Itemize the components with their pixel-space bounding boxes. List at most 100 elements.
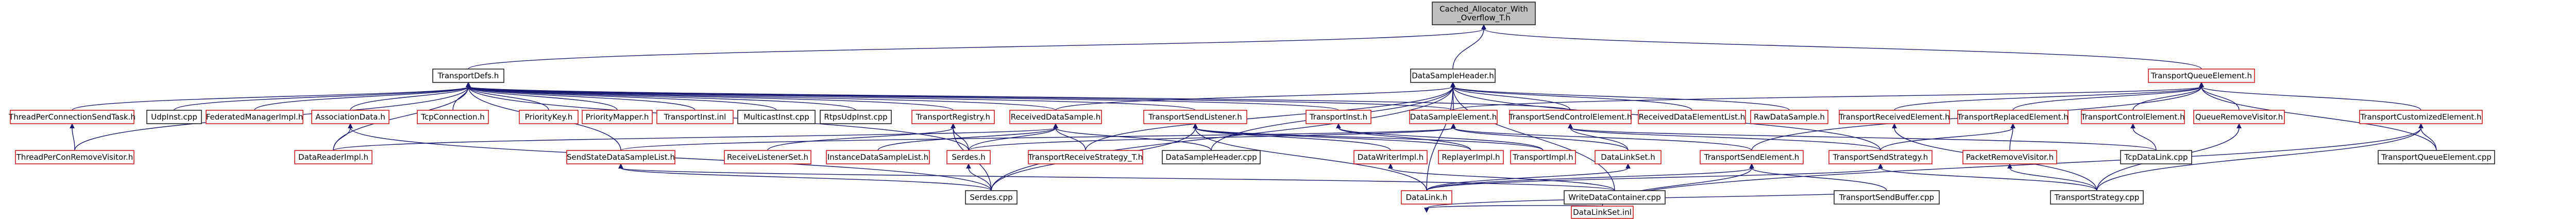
dependency-edge <box>1053 123 1086 151</box>
node-label: DataReaderImpl.h <box>298 153 368 162</box>
node-box <box>656 110 734 124</box>
node-write-data-container-cpp[interactable]: WriteDataContainer.cpp <box>1564 190 1666 205</box>
node-label: DataLinkSet.inl <box>1573 208 1632 217</box>
node-label: Cached_Allocator_With_Overflow_T.h <box>1439 5 1528 23</box>
node-box <box>1750 110 1828 124</box>
node-transport-send-element[interactable]: TransportSendElement.h <box>1700 150 1804 164</box>
dependency-edge <box>466 82 1056 111</box>
node-box <box>1509 110 1632 124</box>
node-send-state-data-sample-list[interactable]: SendStateDataSampleList.h <box>566 150 675 164</box>
node-tcp-data-link-cpp[interactable]: TcpDataLink.cpp <box>2120 150 2192 164</box>
node-transport-send-buffer-cpp[interactable]: TransportSendBuffer.cpp <box>1834 190 1940 205</box>
node-label: Serdes.cpp <box>970 193 1012 202</box>
node-federated-manager-impl[interactable]: FederatedManagerImpl.h <box>206 110 303 124</box>
node-transport-queue-element[interactable]: TransportQueueElement.h <box>2148 69 2255 83</box>
node-data-link-set-inl[interactable]: DataLinkSet.inl <box>1571 206 1634 219</box>
node-received-data-sample[interactable]: ReceivedDataSample.h <box>1009 110 1102 124</box>
dependency-edge <box>333 123 1058 151</box>
node-transport-defs[interactable]: TransportDefs.h <box>432 69 504 83</box>
node-udp-inst-cpp[interactable]: UdpInst.cpp <box>146 110 202 124</box>
dependency-edge <box>468 24 1486 70</box>
node-label: WriteDataContainer.cpp <box>1568 193 1660 202</box>
node-replayer-impl[interactable]: ReplayerImpl.h <box>1438 150 1504 164</box>
node-transport-inst-inl[interactable]: TransportInst.inl <box>656 110 734 124</box>
node-transport-inst[interactable]: TransportInst.h <box>1306 110 1371 124</box>
dependency-edge <box>466 82 696 111</box>
node-transport-strategy-cpp[interactable]: TransportStrategy.cpp <box>2050 190 2144 205</box>
node-transport-queue-element-cpp[interactable]: TransportQueueElement.cpp <box>2378 150 2495 164</box>
dependency-edge <box>2199 82 2240 111</box>
node-box <box>582 110 653 124</box>
node-label: Serdes.h <box>952 153 986 162</box>
node-rtps-udp-inst-cpp[interactable]: RtpsUdpInst.cpp <box>820 110 892 124</box>
node-transport-received-element[interactable]: TransportReceivedElement.h <box>1838 110 1950 124</box>
dependency-edge <box>350 82 471 111</box>
dependency-edge <box>991 82 1455 191</box>
node-label: PacketRemoveVisitor.h <box>1966 153 2054 162</box>
node-queue-remove-visitor[interactable]: QueueRemoveVisitor.h <box>2193 110 2285 124</box>
node-packet-remove-visitor[interactable]: PacketRemoveVisitor.h <box>1962 150 2057 164</box>
node-label: UdpInst.cpp <box>151 112 197 122</box>
node-data-link-set[interactable]: DataLinkSet.h <box>1595 150 1662 164</box>
node-multicast-inst-cpp[interactable]: MulticastInst.cpp <box>737 110 816 124</box>
dependency-edge <box>466 82 618 111</box>
node-box <box>1401 190 1452 205</box>
node-box <box>2081 110 2185 124</box>
node-transport-receive-strategy[interactable]: TransportReceiveStrategy_T.h <box>1028 150 1143 164</box>
node-receive-listener-set[interactable]: ReceiveListenerSet.h <box>724 150 811 164</box>
node-label: ReceiveListenerSet.h <box>727 153 808 162</box>
node-box <box>1839 110 1950 124</box>
node-tcp-connection[interactable]: TcpConnection.h <box>417 110 489 124</box>
dependency-edge <box>1450 82 1790 111</box>
node-transport-send-strategy[interactable]: TransportSendStrategy.h <box>1828 150 1933 164</box>
node-label: DataLinkSet.h <box>1601 153 1655 162</box>
node-thread-per-connection-send-task[interactable]: ThreadPerConnectionSendTask.h <box>8 110 135 124</box>
node-raw-data-sample[interactable]: RawDataSample.h <box>1750 110 1828 124</box>
node-data-writer-impl[interactable]: DataWriterImpl.h <box>1353 150 1428 164</box>
node-label: ThreadPerConnectionSendTask.h <box>8 112 135 122</box>
node-priority-mapper[interactable]: PriorityMapper.h <box>582 110 653 124</box>
node-transport-send-control-element[interactable]: TransportSendControlElement.h <box>1509 110 1632 124</box>
node-label: InstanceDataSampleList.h <box>827 153 928 162</box>
dependency-edge <box>254 82 471 111</box>
dependency-edge <box>1193 123 1391 151</box>
node-transport-send-listener[interactable]: TransportSendListener.h <box>1143 110 1247 124</box>
node-label: TransportInst.h <box>1309 112 1367 122</box>
node-thread-per-con-remove-visitor[interactable]: ThreadPerConRemoveVisitor.h <box>15 150 134 164</box>
dependency-edge <box>2012 82 2204 111</box>
node-transport-control-element[interactable]: TransportControlElement.h <box>2081 110 2185 124</box>
node-box <box>1009 110 1102 124</box>
node-label: TransportSendListener.h <box>1148 112 1242 122</box>
node-transport-registry[interactable]: TransportRegistry.h <box>911 110 995 124</box>
node-transport-impl[interactable]: TransportImpl.h <box>1510 150 1576 164</box>
node-data-sample-header-cpp[interactable]: DataSampleHeader.cpp <box>1162 150 1261 164</box>
node-serdes[interactable]: Serdes.h <box>946 150 991 164</box>
node-instance-data-sample-list[interactable]: InstanceDataSampleList.h <box>826 150 930 164</box>
node-box <box>1143 110 1247 124</box>
node-box <box>1162 150 1261 164</box>
dependency-edge <box>1193 123 1544 151</box>
node-serdes-cpp[interactable]: Serdes.cpp <box>965 190 1018 205</box>
node-transport-customized-element[interactable]: TransportCustomizedElement.h <box>2359 110 2483 124</box>
node-box <box>294 150 372 164</box>
node-association-data[interactable]: AssociationData.h <box>311 110 389 124</box>
node-data-link[interactable]: DataLink.h <box>1401 190 1452 205</box>
node-label: TransportImpl.h <box>1512 153 1573 162</box>
dependency-edge <box>1452 24 1486 70</box>
dependency-edge <box>466 82 549 111</box>
node-box <box>2148 69 2255 83</box>
dependency-edge <box>466 82 777 111</box>
node-label: TcpConnection.h <box>420 112 485 122</box>
node-transport-replaced-element[interactable]: TransportReplacedElement.h <box>1957 110 2069 124</box>
dependency-edge <box>1193 123 1427 191</box>
node-received-data-element-list[interactable]: ReceivedDataElementList.h <box>1638 110 1746 124</box>
node-box <box>965 190 1018 205</box>
dependency-edge <box>1450 82 1571 111</box>
node-data-reader-impl[interactable]: DataReaderImpl.h <box>294 150 372 164</box>
node-data-sample-element[interactable]: DataSampleElement.h <box>1409 110 1498 124</box>
dependency-edge <box>1481 24 2202 70</box>
node-box <box>1306 110 1371 124</box>
node-data-sample-header[interactable]: DataSampleHeader.h <box>1410 69 1496 83</box>
node-priority-key[interactable]: PriorityKey.h <box>519 110 579 124</box>
dependency-edge <box>1388 163 1615 191</box>
